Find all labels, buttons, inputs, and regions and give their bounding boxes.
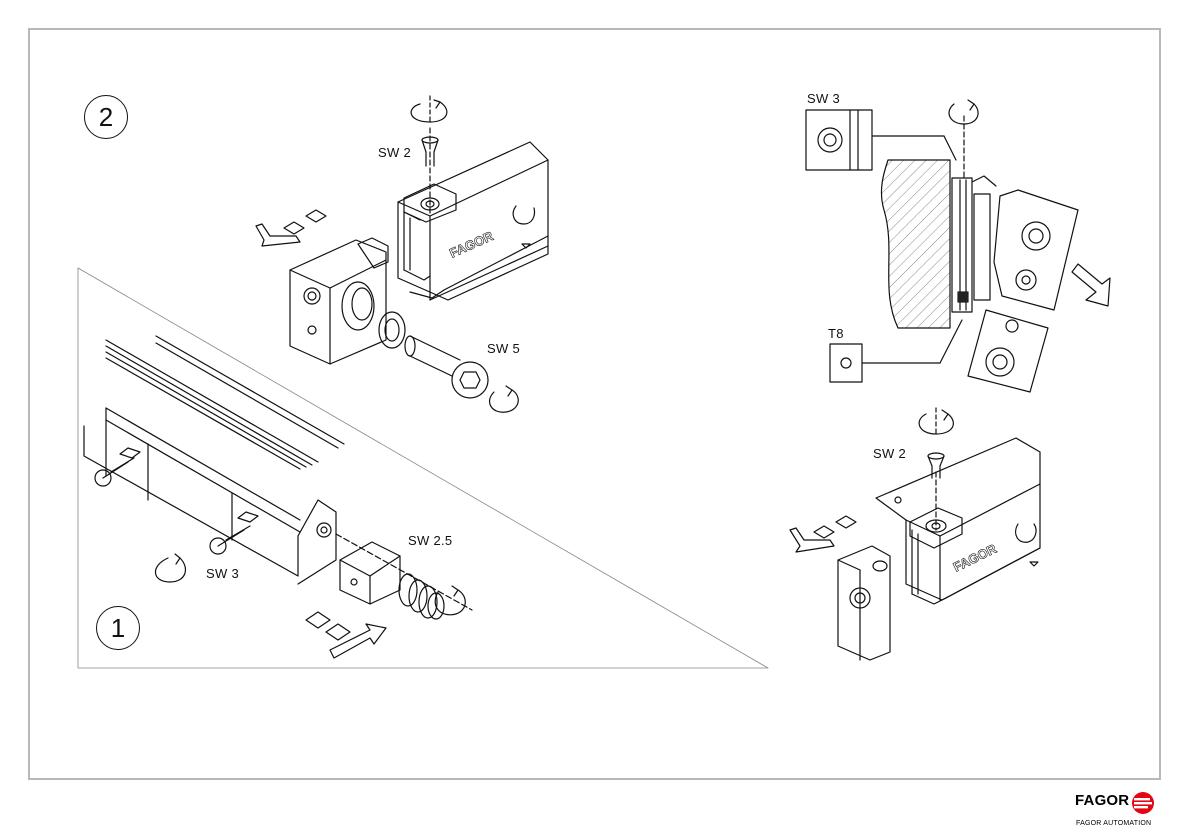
label-sw2-top: SW 2 bbox=[378, 145, 411, 160]
move-arrow-icon bbox=[790, 516, 856, 552]
step1-scale-body bbox=[84, 408, 336, 584]
brand-subtitle: FAGOR AUTOMATION bbox=[1076, 820, 1151, 827]
cover-plate-lower bbox=[968, 310, 1048, 392]
rotate-arrow-icon bbox=[490, 386, 519, 412]
step-number-1: 1 bbox=[96, 606, 140, 650]
step2-end-block bbox=[290, 238, 388, 364]
step2-profile bbox=[398, 128, 548, 300]
rotate-arrow-icon bbox=[919, 408, 953, 436]
move-arrow-icon bbox=[256, 210, 326, 246]
move-arrow-icon bbox=[306, 612, 386, 658]
profile-logo-top: FAGOR bbox=[447, 228, 496, 261]
step2b-profile bbox=[876, 438, 1040, 604]
label-t8: T8 bbox=[828, 326, 844, 341]
rotate-arrow-icon bbox=[411, 96, 447, 124]
step1-rails bbox=[106, 336, 344, 469]
detail-t8 bbox=[830, 320, 962, 382]
brand-block: FAGOR FAGOR AUTOMATION bbox=[1071, 788, 1161, 834]
step1-panel bbox=[78, 268, 768, 668]
label-sw5: SW 5 bbox=[487, 341, 520, 356]
step2-nut bbox=[405, 336, 488, 398]
label-sw2-right: SW 2 bbox=[873, 446, 906, 461]
section-view bbox=[881, 116, 996, 328]
cover-plate-upper bbox=[994, 190, 1078, 310]
label-sw3-bottom: SW 3 bbox=[206, 566, 239, 581]
profile-logo-right: FAGOR bbox=[951, 541, 1000, 575]
step2b-end-cap bbox=[838, 546, 890, 660]
label-sw2-5: SW 2.5 bbox=[408, 533, 452, 548]
step2-washer bbox=[379, 312, 405, 348]
fagor-logo-icon bbox=[1129, 790, 1157, 816]
label-sw3-top: SW 3 bbox=[807, 91, 840, 106]
move-arrow-icon bbox=[1072, 264, 1110, 306]
step-number-2: 2 bbox=[84, 95, 128, 139]
brand-name: FAGOR bbox=[1075, 792, 1129, 809]
